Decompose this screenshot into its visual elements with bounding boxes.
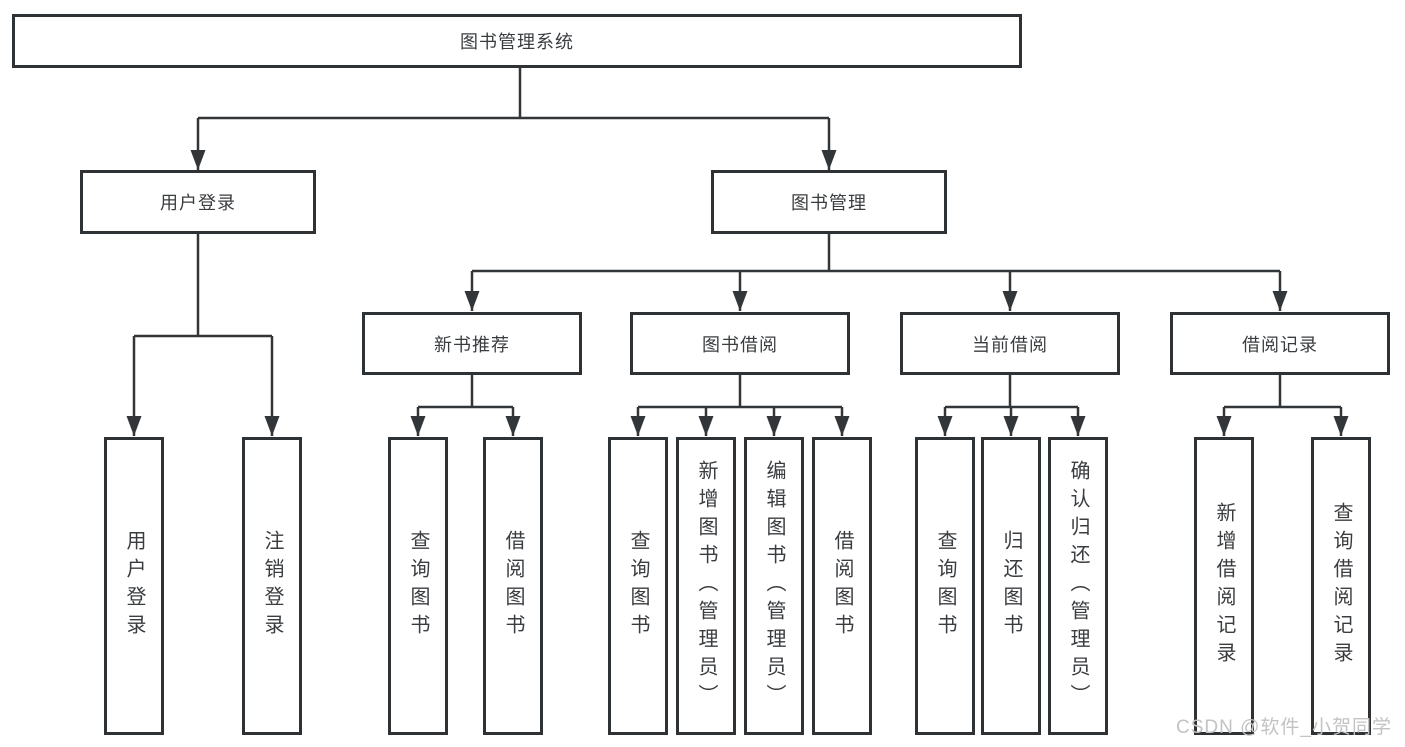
node-book-management: 图书管理 xyxy=(711,170,947,234)
connector-user-login-trunk xyxy=(134,234,272,338)
leaf-query-book-1: 查询图书 xyxy=(388,437,448,735)
leaf-add-borrow-record: 新增借阅记录 xyxy=(1194,437,1254,735)
node-borrow-records: 借阅记录 xyxy=(1170,312,1390,375)
leaf-borrow-book-1: 借阅图书 xyxy=(483,437,543,735)
connector-current-borrow-trunk xyxy=(945,375,1078,409)
node-library-management-system: 图书管理系统 xyxy=(12,14,1022,68)
node-new-book-recommend: 新书推荐 xyxy=(362,312,582,375)
connector-book-management-trunk xyxy=(472,234,1280,273)
leaf-confirm-return-admin: 确认归还（管理员） xyxy=(1048,437,1108,735)
leaf-borrow-book-2: 借阅图书 xyxy=(812,437,872,735)
leaf-add-book-admin: 新增图书（管理员） xyxy=(676,437,736,735)
leaf-query-book-3: 查询图书 xyxy=(915,437,975,735)
node-current-borrow: 当前借阅 xyxy=(900,312,1120,375)
leaf-user-login: 用户登录 xyxy=(104,437,164,735)
leaf-query-borrow-record: 查询借阅记录 xyxy=(1311,437,1371,735)
csdn-watermark: CSDN @软件_小贺同学 xyxy=(1176,717,1392,738)
leaf-return-book: 归还图书 xyxy=(981,437,1041,735)
leaf-query-book-2: 查询图书 xyxy=(608,437,668,735)
leaf-logout: 注销登录 xyxy=(242,437,302,735)
node-book-borrow: 图书借阅 xyxy=(630,312,850,375)
connector-book-borrow-trunk xyxy=(638,375,842,409)
connector-borrow-records-trunk xyxy=(1224,375,1341,409)
node-user-login: 用户登录 xyxy=(80,170,316,234)
leaf-edit-book-admin: 编辑图书（管理员） xyxy=(744,437,804,735)
connector-root-trunk xyxy=(198,68,829,120)
connector-new-book-recommend-trunk xyxy=(418,375,513,409)
